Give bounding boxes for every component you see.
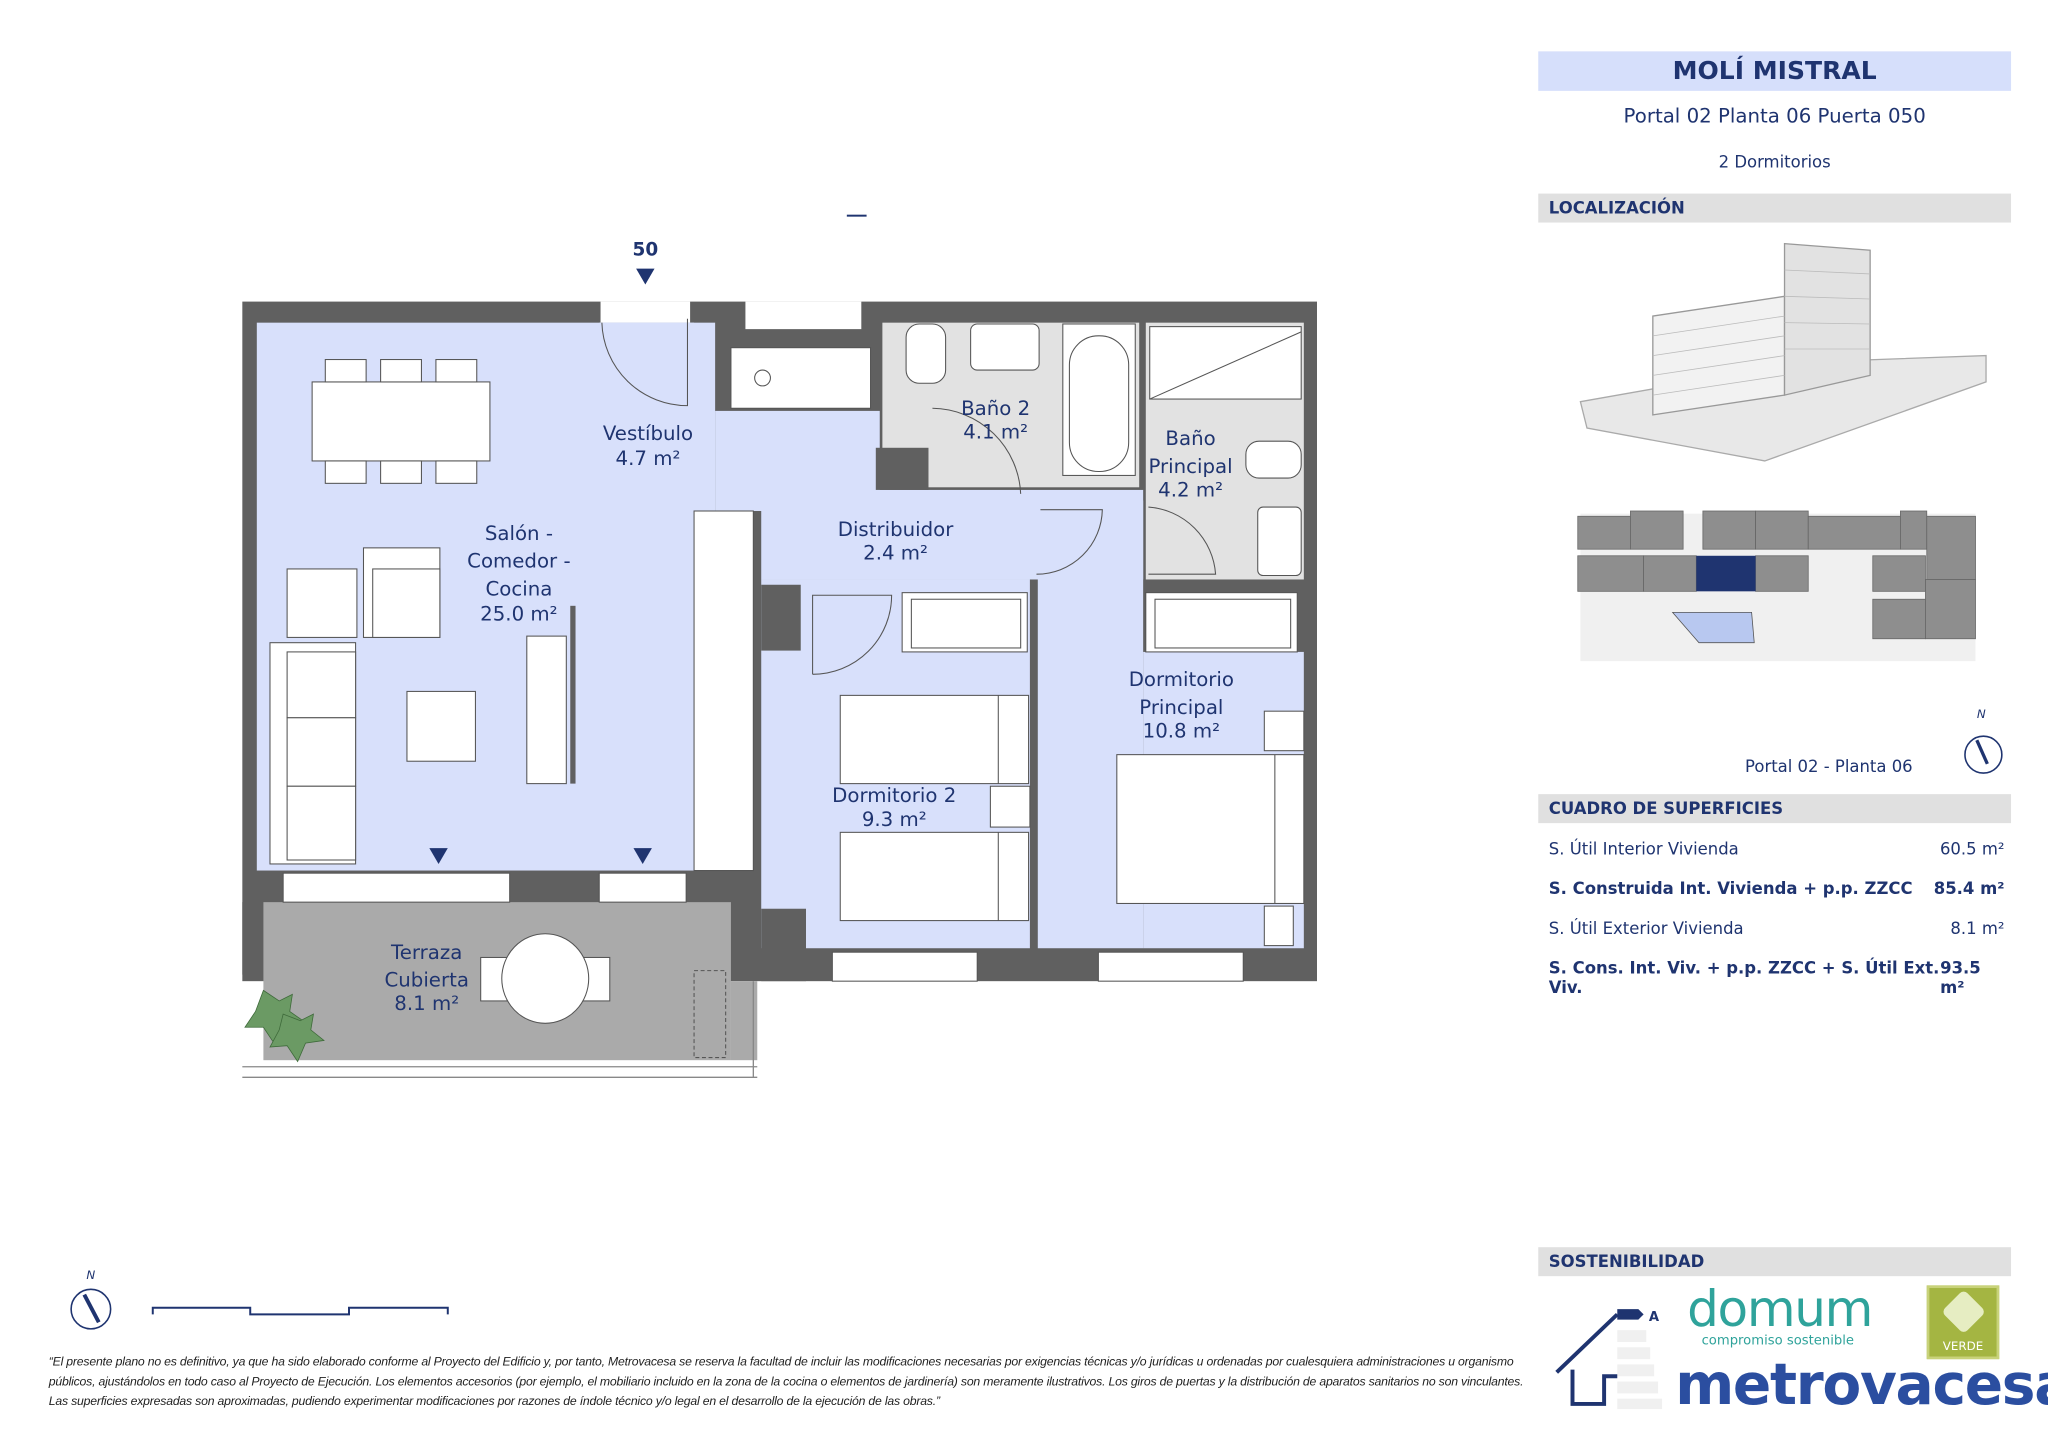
compass-icon — [70, 1288, 112, 1330]
disclaimer: “El presente plano no es definitivo, ya … — [48, 1355, 1524, 1408]
surface-row: S. Útil Exterior Vivienda 8.1 m² — [1549, 918, 2005, 938]
dash-mark — [846, 214, 867, 217]
pool — [1671, 612, 1755, 644]
surface-value: 8.1 m² — [1950, 917, 2005, 938]
domum-tagline: compromiso sostenible — [1701, 1334, 1855, 1349]
energy-rating-logo: A — [1555, 1309, 1663, 1410]
surface-value: 93.5 m² — [1940, 957, 1981, 997]
surface-label: S. Útil Exterior Vivienda — [1548, 917, 1744, 938]
north-label: N — [86, 1268, 95, 1282]
north-label: N — [1976, 708, 1986, 722]
compass-icon — [1964, 735, 2003, 774]
floor-plan: 50 — [70, 214, 1317, 1330]
surface-label: S. Cons. Int. Viv. + p.p. ZZCC + S. Útil… — [1548, 957, 1940, 997]
unit-title: Portal 02 Planta 06 Puerta 050 — [1623, 104, 1926, 128]
door-swings — [601, 318, 1217, 675]
location-illustration — [1577, 242, 1987, 662]
section-sostenibilidad: SOSTENIBILIDAD — [1538, 1247, 2012, 1277]
dining-table — [311, 381, 491, 462]
scale-bar — [151, 1306, 449, 1316]
entry-number: 50 — [633, 239, 659, 260]
metrovacesa-logo: metrovacesa — [1675, 1352, 2048, 1419]
section-superficies: CUADRO DE SUPERFICIES — [1538, 794, 2012, 824]
verde-badge: VERDE — [1926, 1285, 2000, 1360]
domum-logo: domum — [1687, 1280, 1873, 1339]
verde-label: VERDE — [1942, 1340, 1984, 1354]
unit-location-marker — [1696, 555, 1756, 592]
bedrooms-count: 2 Dormitorios — [1718, 151, 1831, 172]
section-localizacion: LOCALIZACIÓN — [1538, 193, 2012, 223]
surface-label: S. Construida Int. Vivienda + p.p. ZZCC — [1548, 878, 1913, 899]
energy-class: A — [1649, 1310, 1660, 1325]
entry-arrow-icon — [636, 268, 655, 285]
surface-label: S. Útil Interior Vivienda — [1548, 838, 1739, 859]
window-arrow-icon — [633, 848, 652, 864]
surface-row: S. Útil Interior Vivienda 60.5 m² — [1549, 839, 2005, 859]
surface-value: 60.5 m² — [1939, 838, 2005, 859]
surface-row: S. Cons. Int. Viv. + p.p. ZZCC + S. Útil… — [1549, 957, 2005, 997]
project-title: MOLÍ MISTRAL — [1538, 51, 2012, 91]
plant-icon — [244, 989, 325, 1063]
location-caption: Portal 02 - Planta 06 — [1745, 755, 1913, 776]
building-3d-tower — [1783, 242, 1871, 396]
surface-row: S. Construida Int. Vivienda + p.p. ZZCC 8… — [1549, 878, 2005, 898]
building-3d-block — [1652, 295, 1786, 416]
entry-door-opening — [600, 301, 691, 323]
leaf-icon — [1941, 1289, 1986, 1335]
surface-value: 85.4 m² — [1933, 878, 2005, 899]
furniture — [269, 323, 1305, 1059]
window-arrow-icon — [429, 848, 448, 864]
